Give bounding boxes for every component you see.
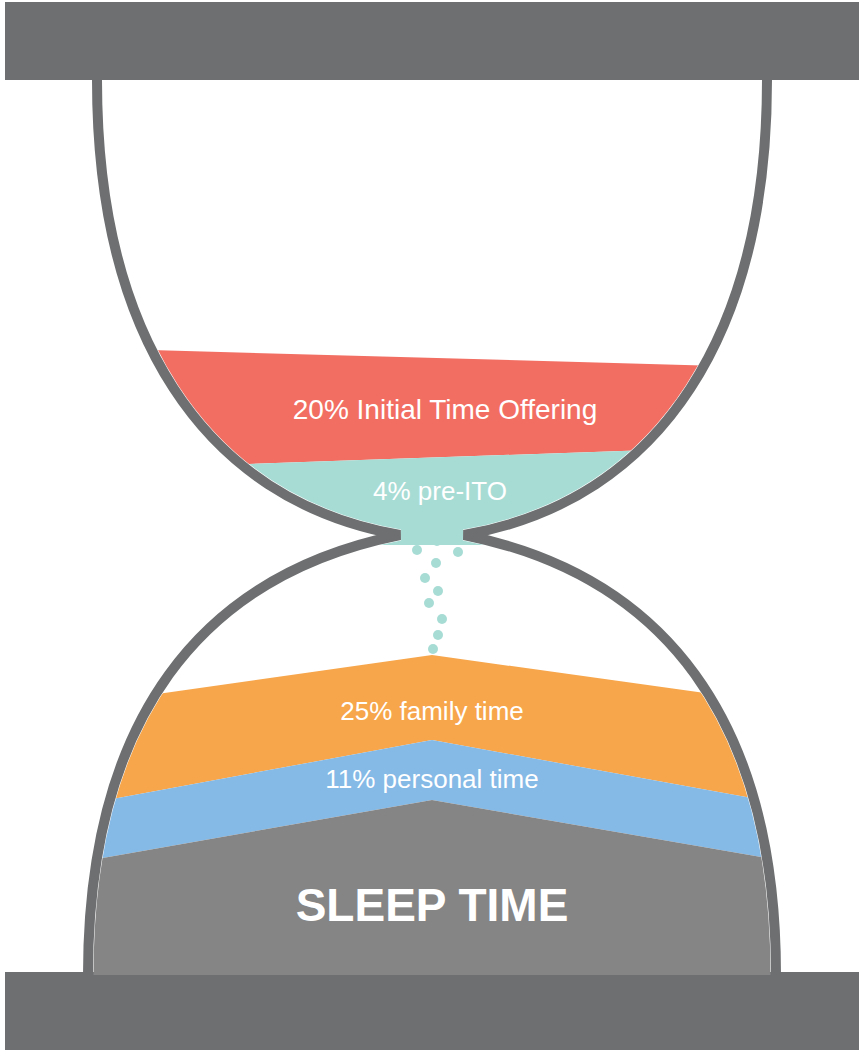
falling-sand-dots [412, 536, 463, 654]
band-label: SLEEP TIME [77, 879, 787, 932]
band-label: 20% Initial Time Offering [95, 394, 795, 426]
top-bar [5, 2, 859, 80]
band-label: 4% pre-ITO [90, 477, 790, 507]
band-label: 25% family time [77, 697, 787, 727]
pre-ito-band: 4% pre-ITO [80, 440, 780, 545]
bottom-bar [5, 972, 859, 1050]
band-label: 11% personal time [77, 765, 787, 795]
sleep-band: SLEEP TIME [80, 795, 790, 980]
